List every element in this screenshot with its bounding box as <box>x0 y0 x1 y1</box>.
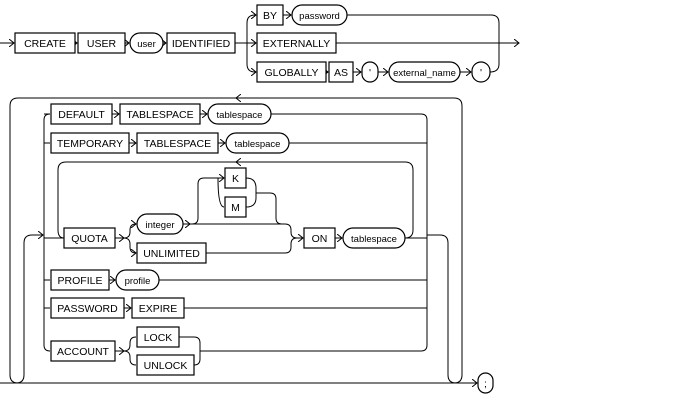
svg-text:integer: integer <box>145 220 174 231</box>
variable-tablespace: tablespace <box>225 132 290 154</box>
svg-text:AS: AS <box>334 67 348 79</box>
svg-text:M: M <box>231 202 240 214</box>
svg-text:K: K <box>232 173 239 185</box>
svg-text:LOCK: LOCK <box>144 332 173 344</box>
keyword-globally: GLOBALLY <box>256 61 327 83</box>
svg-text:CREATE: CREATE <box>24 38 66 50</box>
keyword-account: ACCOUNT <box>50 340 116 362</box>
svg-text:DEFAULT: DEFAULT <box>58 109 105 121</box>
keyword-on: ON <box>303 227 336 249</box>
svg-text:tablespace: tablespace <box>351 234 397 245</box>
variable-user: user <box>129 32 164 54</box>
svg-text:UNLIMITED: UNLIMITED <box>143 248 200 260</box>
svg-text:PROFILE: PROFILE <box>58 275 103 287</box>
keyword-user: USER <box>77 32 126 54</box>
keyword-unlock: UNLOCK <box>136 354 195 376</box>
keyword-tablespace: TABLESPACE <box>136 132 219 154</box>
variable-tablespace: tablespace <box>342 227 406 249</box>
svg-text:': ' <box>480 67 482 79</box>
svg-text:': ' <box>369 67 371 79</box>
variable-password: password <box>291 4 348 26</box>
svg-text:USER: USER <box>87 38 117 50</box>
variable-integer: integer <box>136 213 184 235</box>
variable-tablespace: tablespace <box>207 103 272 125</box>
keyword-unlimited: UNLIMITED <box>136 242 207 264</box>
svg-text:PASSWORD: PASSWORD <box>57 303 118 315</box>
svg-text:profile: profile <box>125 276 151 287</box>
svg-text:;: ; <box>484 378 487 390</box>
keyword-externally: EXTERNALLY <box>256 32 337 54</box>
svg-text:TABLESPACE: TABLESPACE <box>144 138 211 150</box>
svg-text:ACCOUNT: ACCOUNT <box>57 346 110 358</box>
keyword-expire: EXPIRE <box>131 297 185 319</box>
terminator-semicolon: ; <box>477 372 494 394</box>
quote-open: ' <box>361 61 379 83</box>
svg-text:EXTERNALLY: EXTERNALLY <box>263 38 331 50</box>
keyword-lock: LOCK <box>136 326 180 348</box>
keyword-profile: PROFILE <box>50 269 110 291</box>
keyword-password: PASSWORD <box>50 297 125 319</box>
keyword-tablespace: TABLESPACE <box>119 103 201 125</box>
keyword-default: DEFAULT <box>50 103 113 125</box>
keyword-k: K <box>224 167 247 189</box>
svg-text:tablespace: tablespace <box>235 139 281 150</box>
keyword-m: M <box>224 196 247 218</box>
keyword-temporary: TEMPORARY <box>50 132 130 154</box>
svg-text:tablespace: tablespace <box>217 110 263 121</box>
svg-text:UNLOCK: UNLOCK <box>144 360 188 372</box>
svg-text:BY: BY <box>263 10 277 22</box>
svg-text:EXPIRE: EXPIRE <box>139 303 178 315</box>
svg-text:QUOTA: QUOTA <box>71 233 108 245</box>
svg-text:password: password <box>299 11 340 22</box>
variable-external-name: external_name <box>388 61 461 83</box>
svg-text:GLOBALLY: GLOBALLY <box>264 67 318 79</box>
svg-text:TABLESPACE: TABLESPACE <box>126 109 193 121</box>
svg-text:external_name: external_name <box>393 68 456 79</box>
header-lines <box>0 15 519 72</box>
svg-text:user: user <box>137 39 155 50</box>
svg-text:TEMPORARY: TEMPORARY <box>57 138 123 150</box>
keyword-quota: QUOTA <box>63 227 116 249</box>
keyword-create: CREATE <box>14 32 76 54</box>
quote-close: ' <box>471 61 491 83</box>
keyword-identified: IDENTIFIED <box>166 32 236 54</box>
keyword-by: BY <box>256 4 284 26</box>
svg-text:IDENTIFIED: IDENTIFIED <box>172 38 231 50</box>
variable-profile: profile <box>115 269 160 291</box>
options-lines <box>0 98 477 383</box>
svg-text:ON: ON <box>312 233 328 245</box>
keyword-as: AS <box>328 61 354 83</box>
